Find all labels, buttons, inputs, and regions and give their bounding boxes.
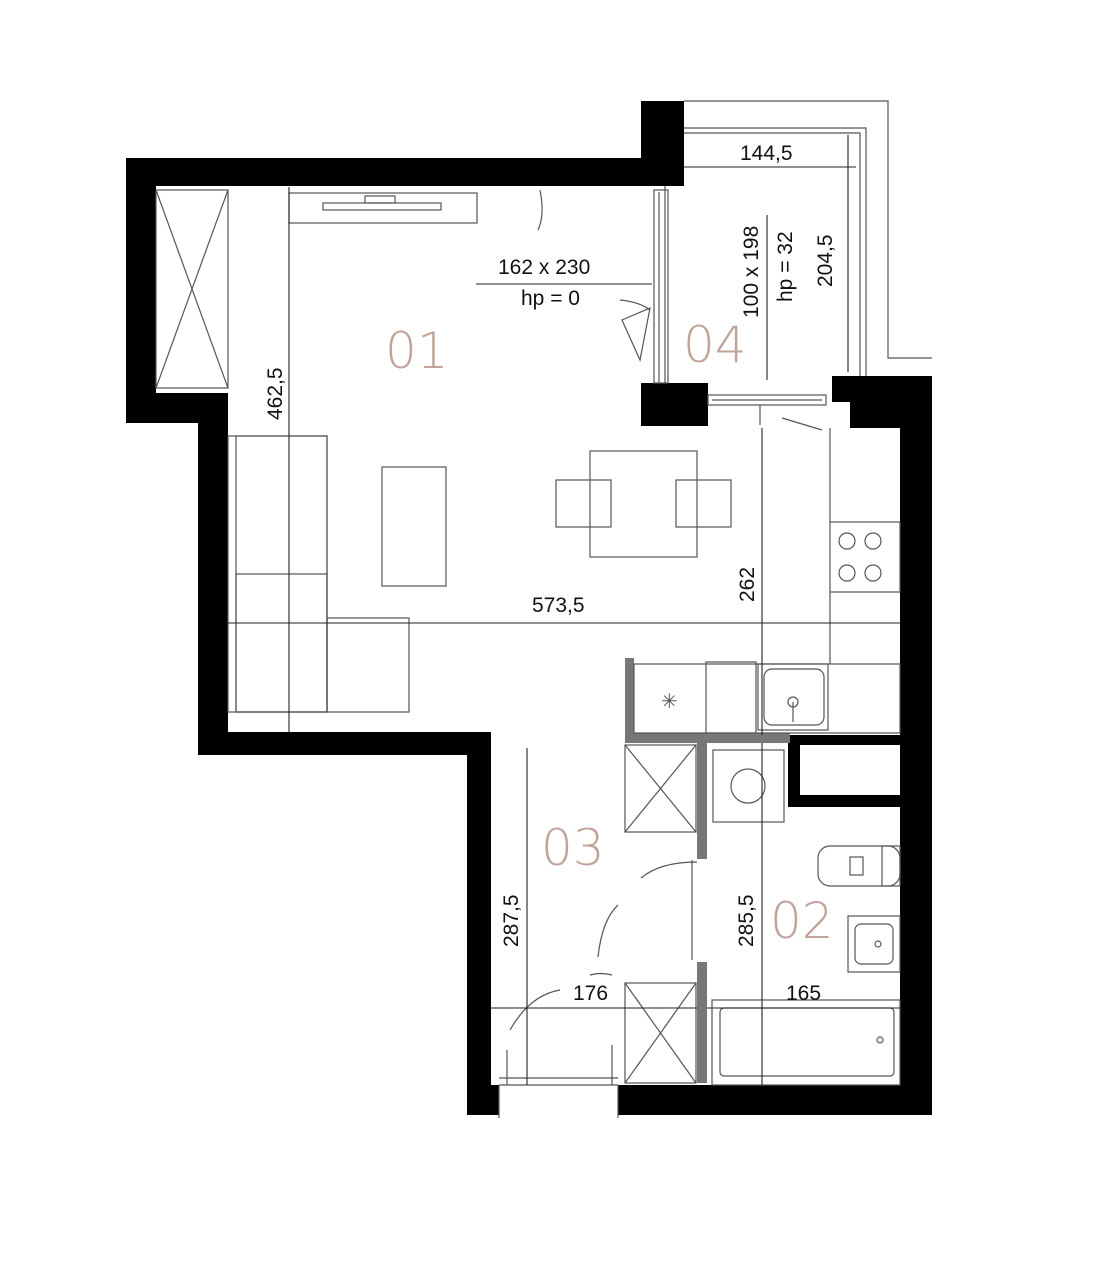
dim-144-5: 144,5 [740,142,793,165]
coffee-table [381,466,447,587]
dimension-lines [228,135,900,1085]
doors [498,860,698,1118]
dim-165: 165 [786,982,821,1005]
dining-set [555,450,732,558]
dim-176: 176 [573,982,608,1005]
window-left [155,189,229,389]
room-label-02: 02 [770,892,834,950]
dim-262: 262 [736,567,759,602]
interior-partitions [625,658,790,1083]
wardrobe-lower [624,982,697,1084]
dim-204-5: 204,5 [814,234,837,287]
wardrobe-upper [624,744,697,833]
dim-287-5: 287,5 [500,894,523,947]
toilet [817,845,901,887]
window-2-size: 100 x 198 [740,226,763,318]
room-label-04: 04 [683,316,747,374]
exterior-walls [126,101,932,1115]
kitchen: ✳ [633,428,901,734]
washing-machine [712,749,785,823]
shaft-opening [800,745,900,795]
window-2-hp: hp = 32 [774,231,797,302]
balcony-door [619,299,827,431]
bathtub [711,999,901,1086]
balcony-outline [653,100,932,384]
room-label-03: 03 [541,819,605,877]
svg-text:✳: ✳ [661,689,678,713]
dim-573-5: 573,5 [532,594,585,617]
bathroom-sink [847,915,901,973]
room-label-01: 01 [385,322,449,380]
tv-cabinet [288,189,543,231]
dim-462-5: 462,5 [264,367,287,420]
window-1-hp: hp = 0 [521,287,580,310]
dim-285-5: 285,5 [735,894,758,947]
sofa [227,435,410,713]
window-1-size: 162 x 230 [498,256,590,279]
